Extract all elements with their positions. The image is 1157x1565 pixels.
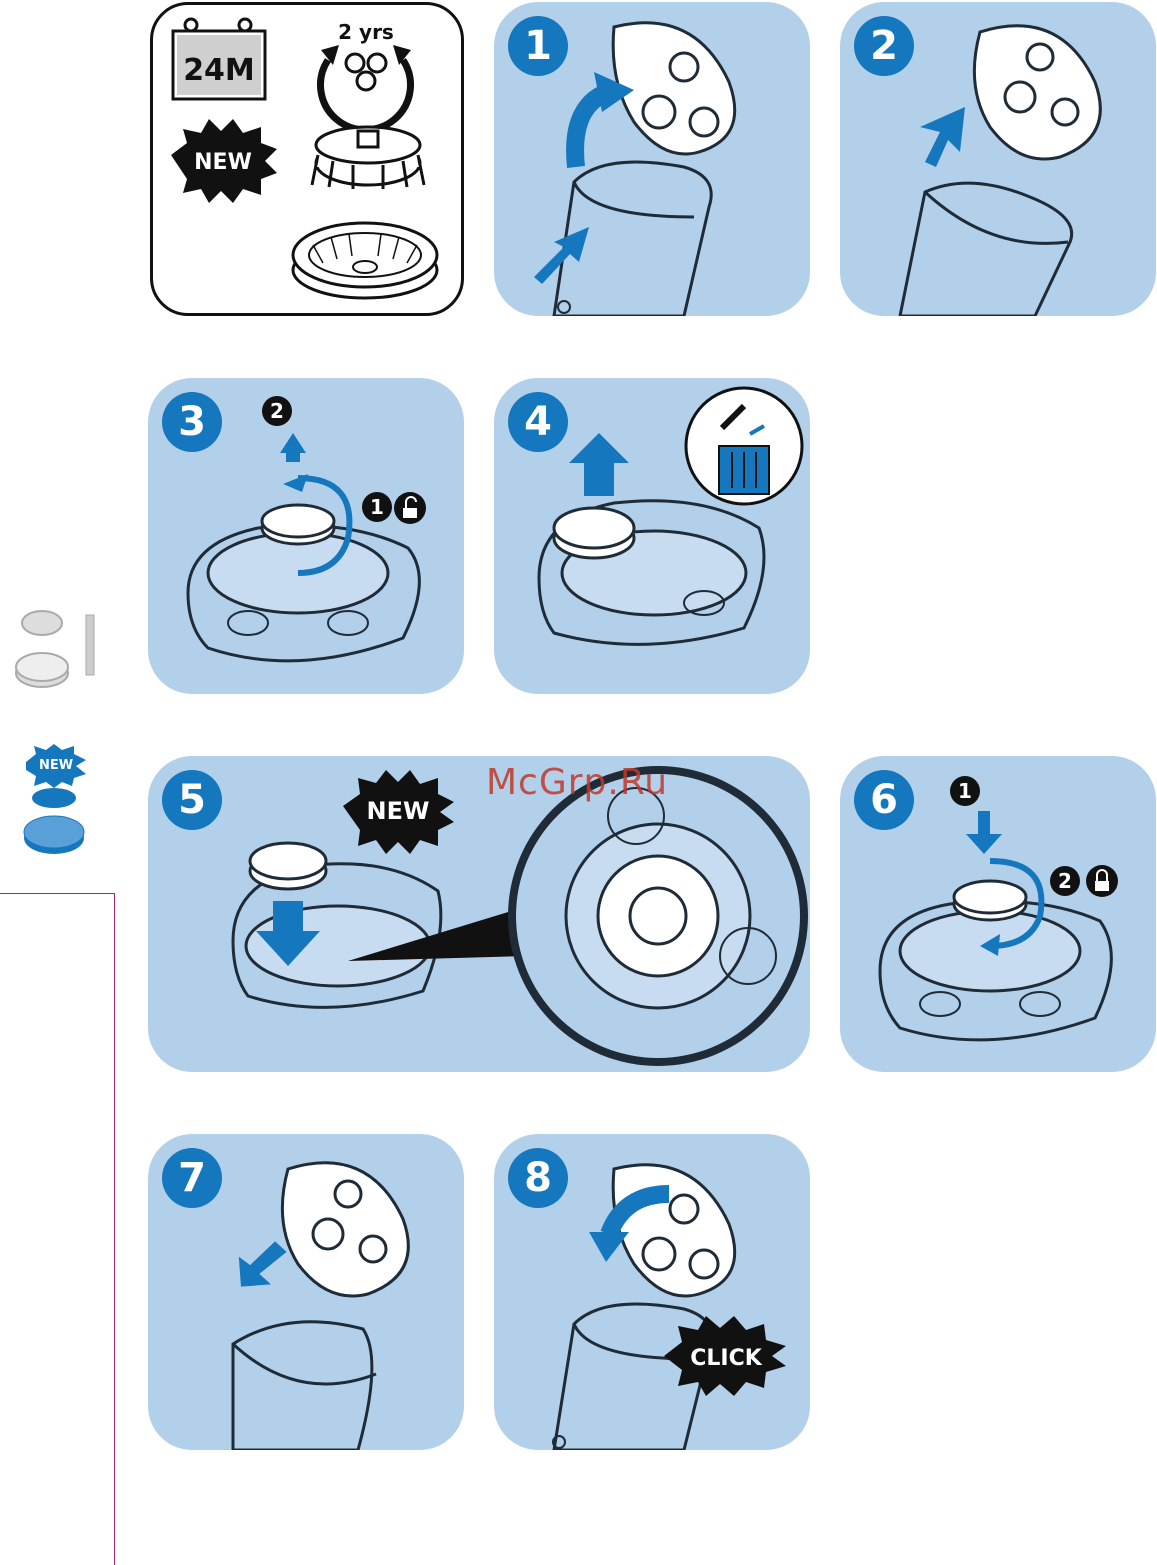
step-6-substep-1: 1: [950, 776, 980, 806]
new-label: NEW: [194, 150, 252, 175]
step-2-number: 2: [854, 16, 914, 76]
side-grey-parts: [10, 605, 110, 695]
click-starburst-icon: CLICK: [664, 1316, 786, 1396]
step-1-panel: 1: [494, 2, 810, 316]
new-starburst-icon: NEW: [343, 770, 454, 854]
step-6-panel: 6 1 2: [840, 756, 1156, 1072]
step-6-substep-2: 2: [1050, 866, 1080, 896]
step-7-panel: 7: [148, 1134, 464, 1450]
step-8-number: 8: [508, 1148, 568, 1208]
trash-bin-icon: [686, 388, 802, 504]
new-starburst-icon: NEW: [171, 119, 277, 203]
step-3-substep-2: 2: [262, 396, 292, 426]
step-6-number: 6: [854, 770, 914, 830]
intro-replacement-box: 24M 2 yrs NEW: [150, 2, 464, 316]
step-5-number: 5: [162, 770, 222, 830]
step-2-panel: 2: [840, 2, 1156, 316]
cutter-icon: [312, 127, 424, 189]
side-new-parts: NEW: [18, 742, 94, 866]
step-7-number: 7: [162, 1148, 222, 1208]
months-label: 24M: [183, 53, 255, 88]
step-3-number: 3: [162, 392, 222, 452]
step-4-panel: 4: [494, 378, 810, 694]
watermark: McGrp.Ru: [486, 762, 668, 803]
step-4-number: 4: [508, 392, 568, 452]
intro-illustration: 24M 2 yrs NEW: [153, 5, 464, 316]
step-3-panel: 3 2 1: [148, 378, 464, 694]
rotate-arrows-icon: 2 yrs: [321, 20, 412, 130]
click-label: CLICK: [690, 1346, 762, 1371]
new-starburst-icon: NEW: [26, 744, 86, 788]
step-5-panel: NEW 5: [148, 756, 810, 1072]
step-5-illustration: NEW: [148, 756, 810, 1072]
step-8-panel: CLICK 8: [494, 1134, 810, 1450]
side-new-label: NEW: [39, 758, 73, 773]
unlock-icon: [394, 492, 426, 524]
calendar-icon: 24M: [173, 19, 265, 99]
sidebar-margin-line: [0, 893, 115, 1565]
step-3-substep-1: 1: [362, 492, 392, 522]
step-1-number: 1: [508, 16, 568, 76]
shaving-head-ring-icon: [293, 223, 437, 298]
step-5-new-label: NEW: [367, 797, 430, 825]
years-label: 2 yrs: [338, 20, 394, 44]
lock-icon: [1086, 865, 1118, 897]
